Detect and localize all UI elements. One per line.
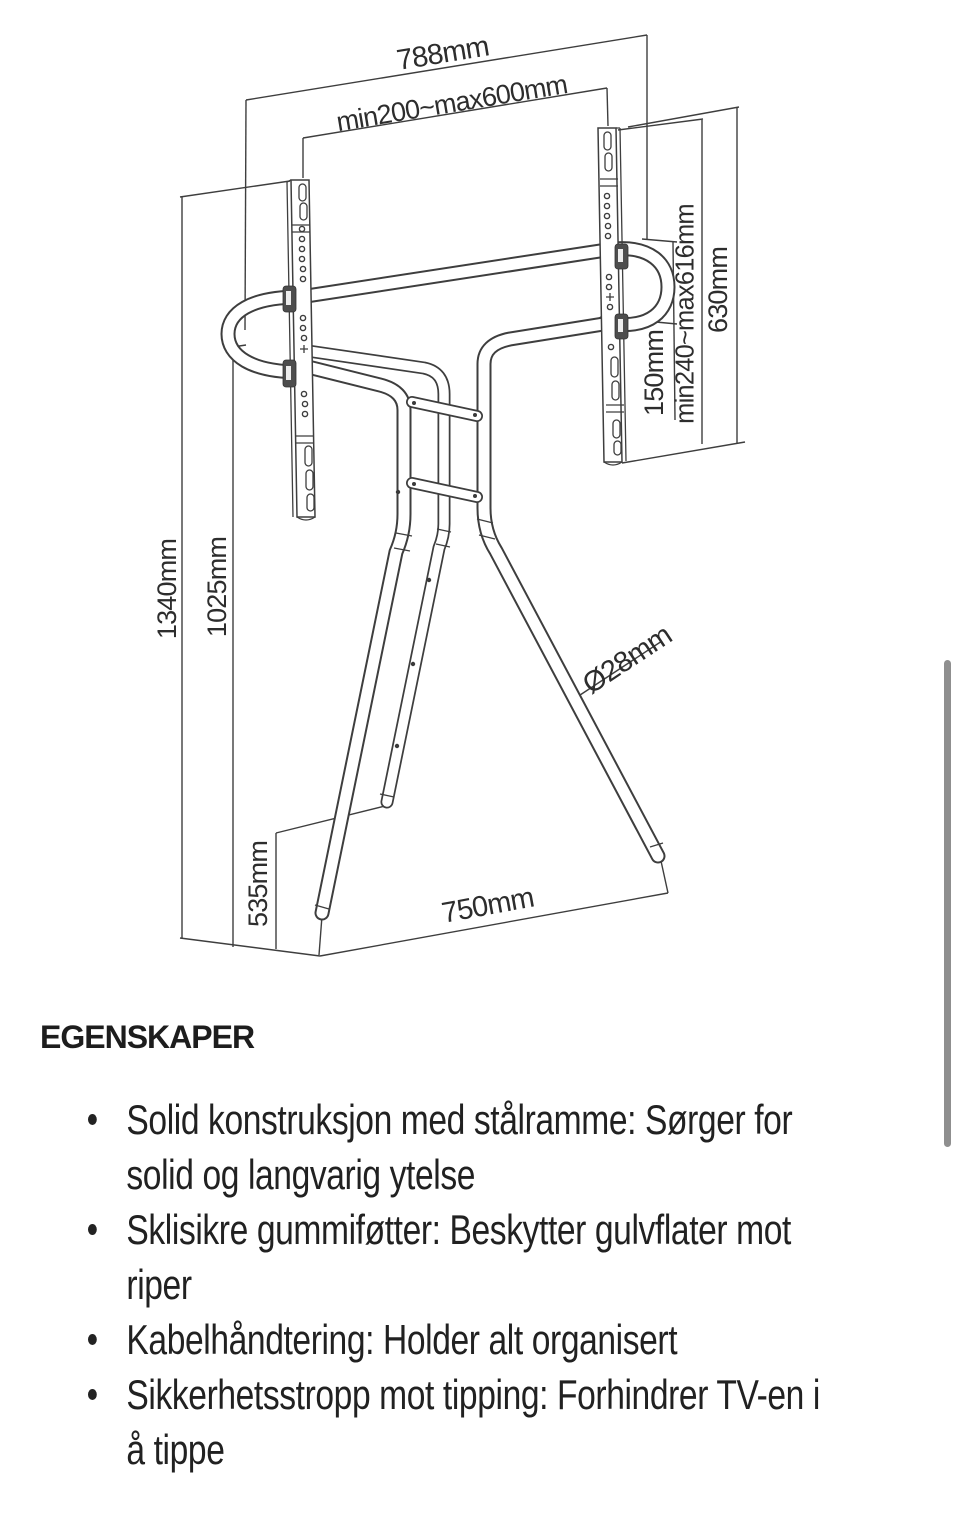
front-left-leg-tube (296, 358, 412, 921)
dim-label-tube-diameter: Ø28mm (577, 619, 677, 700)
feature-text: Sikkerhetsstropp mot tipping: Forhindrer… (126, 1371, 820, 1418)
dim-label-total-height: 1340mm (152, 539, 182, 639)
front-right-leg-tube (476, 314, 666, 864)
rear-leg-tube (301, 344, 451, 809)
feature-text: Solid konstruksjon med stålramme: Sørger… (126, 1096, 793, 1143)
tube-joints (314, 401, 664, 910)
feature-text: riper (126, 1261, 192, 1308)
dim-label-rear-leg-height: 535mm (243, 841, 273, 927)
left-vesa-rail (282, 179, 316, 521)
dim-label-mount-height-range: min240~max616mm (672, 204, 700, 424)
features-heading: EGENSKAPER (40, 1019, 255, 1055)
dimension-drawing-svg: 788mm min200~max600mm 150mm min240~max61… (152, 30, 746, 957)
features-section: EGENSKAPER Solid konstruksjon med stålra… (40, 1018, 940, 1477)
dim-label-base-depth: 750mm (439, 882, 536, 930)
list-item: Solid konstruksjon med stålramme: Sørger… (88, 1092, 793, 1202)
cable-rung-upper (406, 396, 483, 422)
scrollbar-thumb[interactable] (944, 660, 951, 1147)
dim-label-top-width: 788mm (394, 30, 491, 77)
feature-text: å tippe (126, 1426, 225, 1473)
feature-text: solid og langvarig ytelse (126, 1151, 476, 1198)
list-item: Kabelhåndtering: Holder alt organisert (88, 1312, 760, 1367)
feature-text: Sklisikre gummiføtter: Beskytter gulvfla… (126, 1206, 791, 1253)
cable-rung-lower (406, 477, 483, 503)
list-item: Sikkerhetsstropp mot tipping: Forhindrer… (88, 1367, 820, 1477)
dim-label-crossbar-spacing: 150mm (639, 330, 669, 416)
feature-text: Kabelhåndtering: Holder alt organisert (126, 1316, 678, 1363)
right-vesa-rail (597, 127, 629, 466)
features-list: Solid konstruksjon med stålramme: Sørger… (40, 1092, 820, 1477)
dim-label-bracket-height: 630mm (703, 247, 733, 333)
stand-tubes (220, 241, 676, 921)
dim-label-mid-height: 1025mm (202, 537, 232, 637)
dimension-lines (179, 34, 746, 957)
tv-stand-dimension-diagram: 788mm min200~max600mm 150mm min240~max61… (152, 30, 746, 957)
list-item: Sklisikre gummiføtter: Beskytter gulvfla… (88, 1202, 791, 1312)
